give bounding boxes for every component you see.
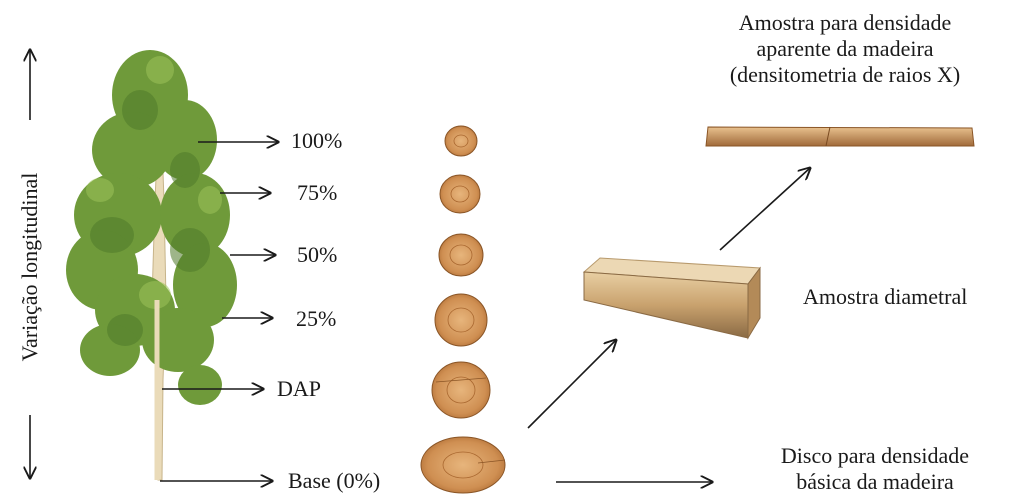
diametral-sample-label: Amostra diametral — [803, 284, 968, 309]
flow-arrows — [527, 168, 810, 482]
xray-sample-caption: Amostra para densidade aparente da madei… — [690, 10, 1000, 88]
disc-75-icon — [439, 174, 481, 214]
disc-25-icon — [434, 293, 488, 347]
xray-caption-line-2: aparente da madeira — [756, 36, 934, 61]
disc-caption-line-1: Disco para densidade — [780, 443, 970, 468]
disc-dap-icon — [431, 361, 491, 419]
height-label-100: 100% — [291, 128, 343, 153]
height-label-75: 75% — [297, 180, 338, 205]
height-label-dap: DAP — [277, 376, 322, 401]
disc-base-icon — [420, 436, 506, 494]
height-label-50: 50% — [297, 242, 338, 267]
disc-100-icon — [444, 125, 478, 157]
xray-caption-line-3: (densitometria de raios X) — [729, 62, 961, 87]
height-label-base: Base (0%) — [288, 468, 381, 493]
xray-caption-line-1: Amostra para densidade — [738, 10, 952, 35]
height-arrows — [160, 142, 278, 481]
xray-sample-strip-icon — [705, 126, 975, 147]
disc-caption-line-2: básica da madeira — [796, 469, 954, 494]
height-label-25: 25% — [296, 306, 337, 331]
axis-title: Variação longitudinal — [17, 172, 42, 362]
disc-caption: Disco para densidade básica da madeira — [735, 443, 1015, 495]
disc-50-icon — [438, 233, 484, 277]
eucalyptus-tree-icon — [66, 50, 237, 481]
wood-discs — [420, 125, 506, 494]
diametral-sample-icon — [582, 257, 761, 340]
